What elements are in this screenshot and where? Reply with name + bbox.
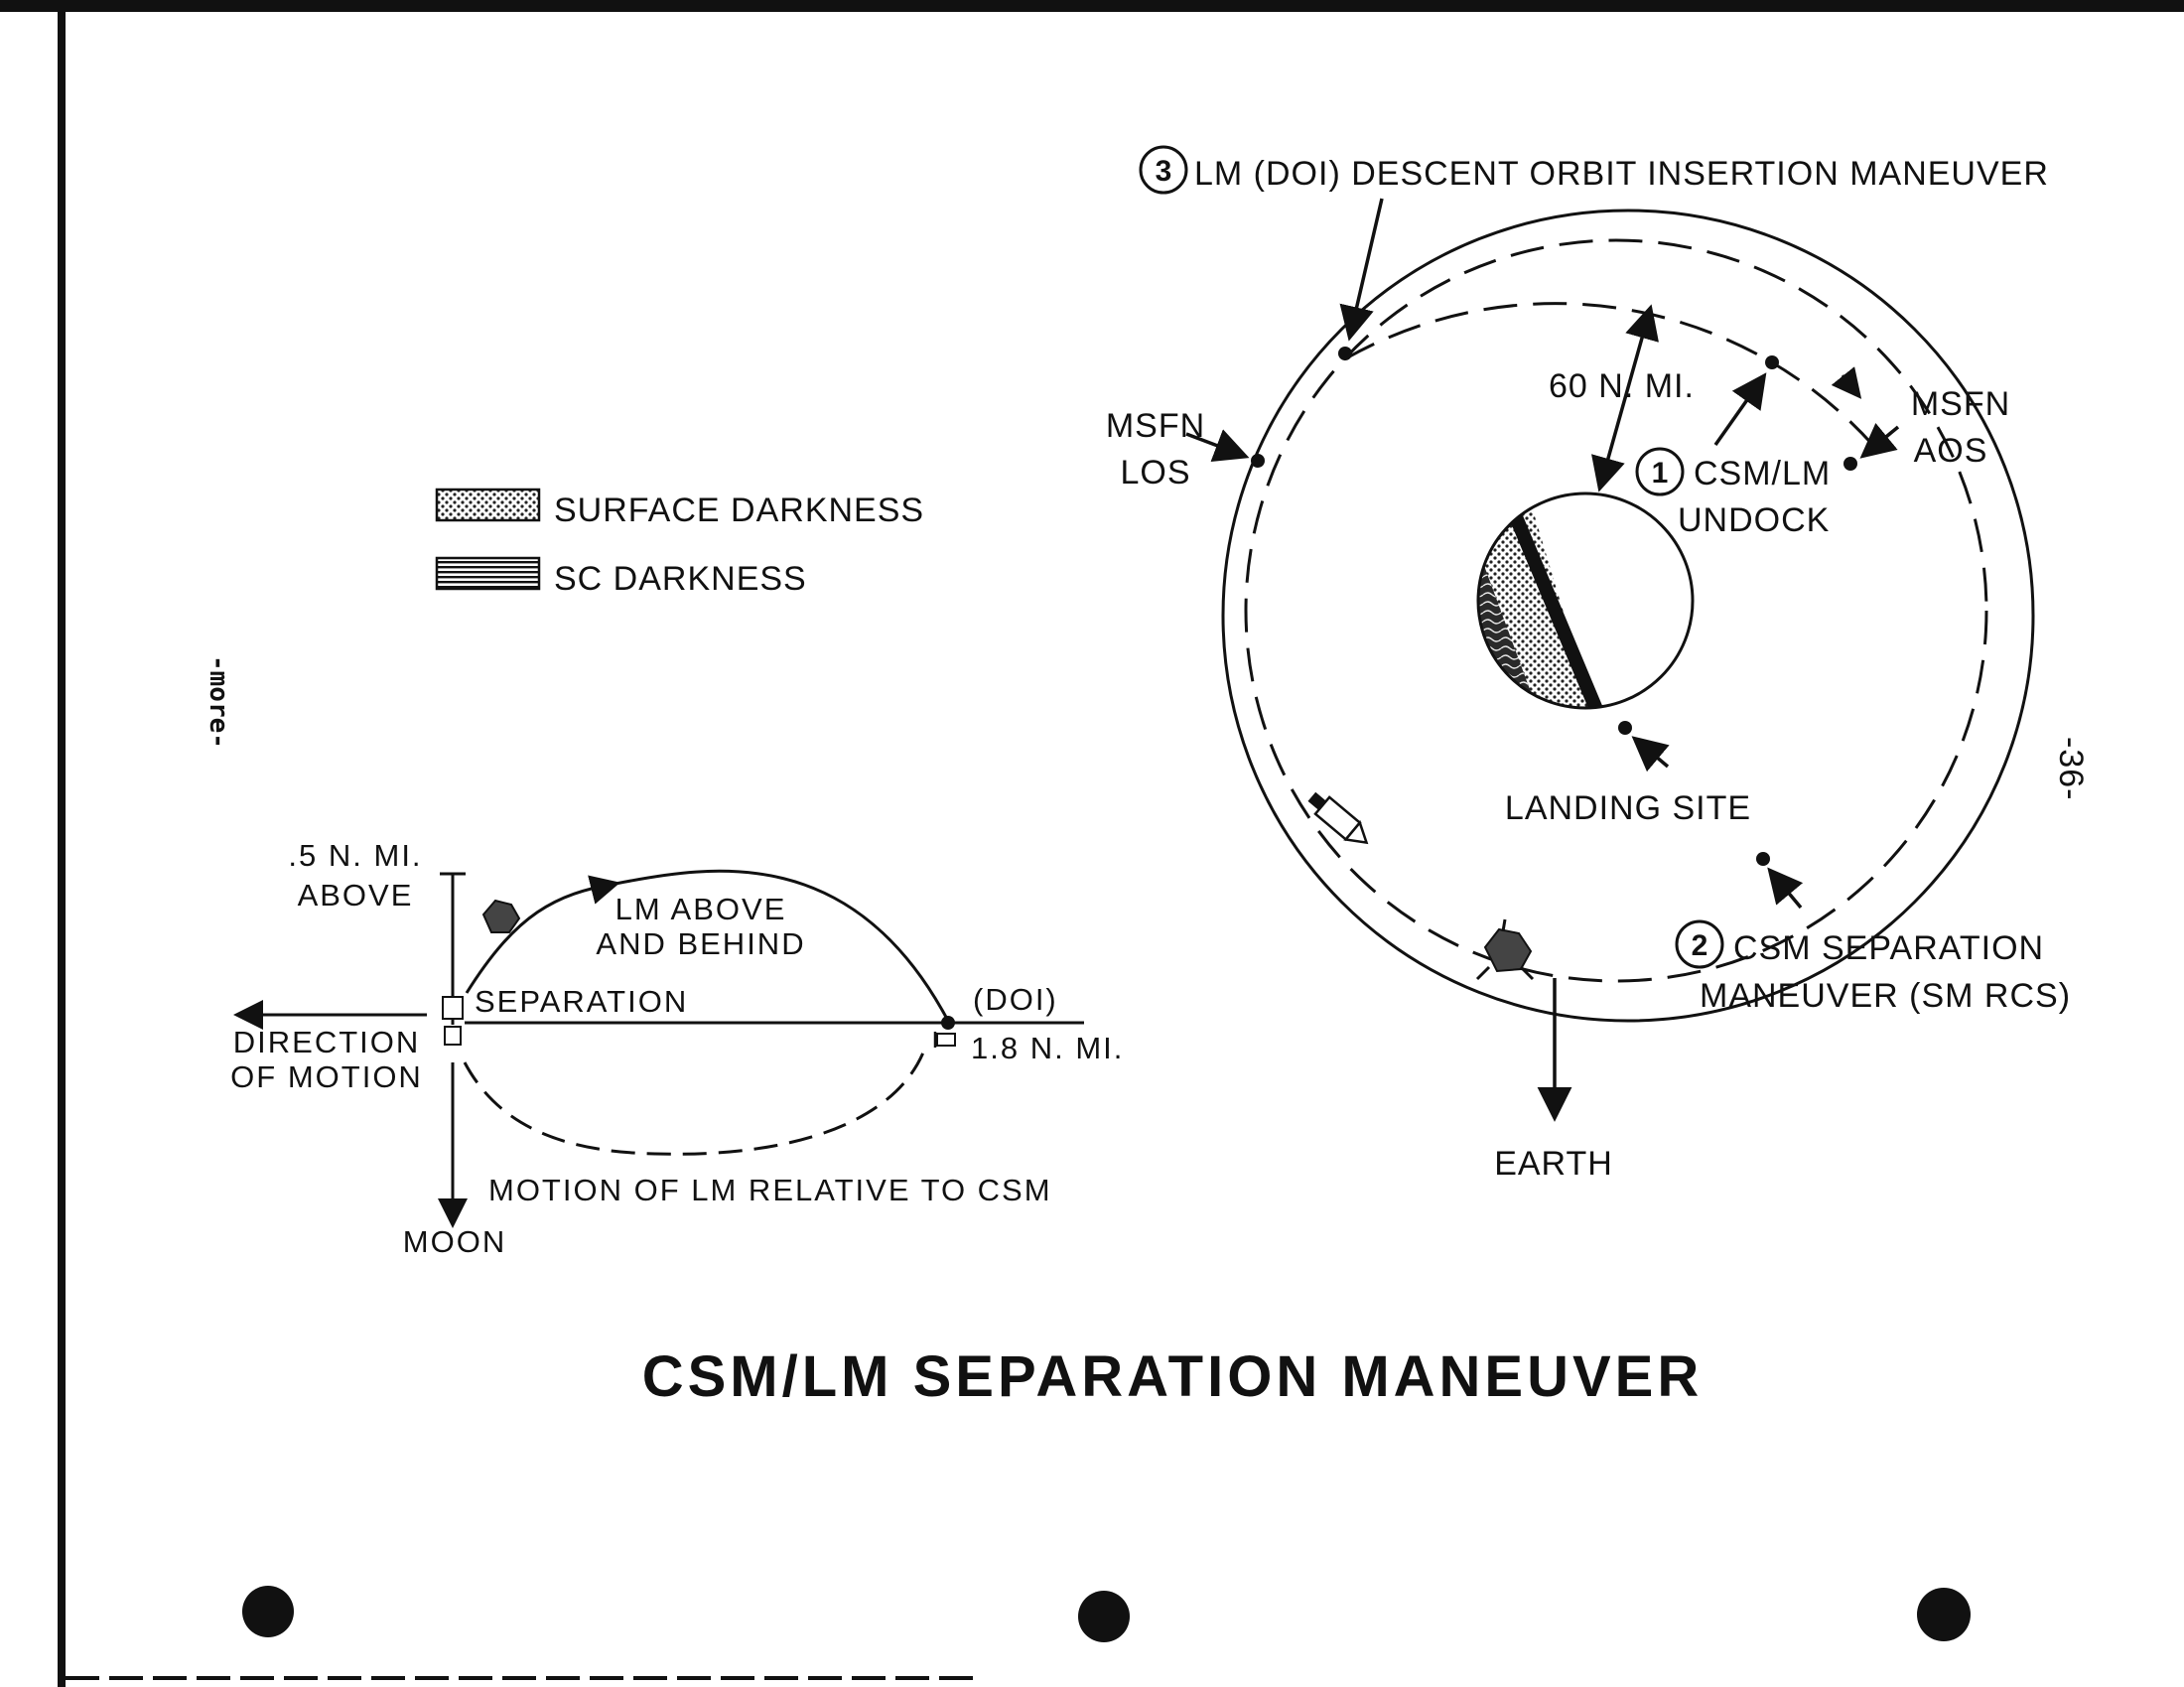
msfn-los-leader-arrow	[1185, 429, 1250, 463]
binder-hole-center	[1078, 1591, 1130, 1642]
undock-point	[1765, 355, 1779, 369]
doi-label: (DOI)	[973, 982, 1058, 1017]
doi-leader-arrow	[1339, 198, 1384, 342]
msfn-aos-leader-arrow	[1859, 422, 1900, 459]
landing-site-leader-arrow	[1631, 736, 1670, 773]
step2-number-circle	[1675, 919, 1724, 969]
binder-hole-left	[242, 1586, 294, 1637]
lm-above-arc	[465, 869, 950, 1022]
direction-label-line1: DIRECTION	[233, 1025, 421, 1059]
orbit-direction-arrow	[1831, 366, 1862, 399]
surface-darkness-region	[1478, 493, 1618, 708]
above-label-line2: ABOVE	[298, 878, 414, 913]
step1-number-circle	[1635, 447, 1685, 496]
csm-spacecraft-icon	[1307, 791, 1369, 845]
step2-label-line2: MANEUVER (SM RCS)	[1700, 977, 2071, 1015]
binder-hole-right	[1917, 1588, 1971, 1641]
page-number: -36-	[2052, 737, 2090, 800]
lm-above-icon	[481, 899, 521, 933]
altitude-label: 60 N. MI.	[1549, 367, 1695, 405]
surface-darkness-swatch	[435, 488, 541, 522]
lm-above-label-line2: AND BEHIND	[596, 926, 805, 961]
lm-relative-motion-dashed	[463, 1052, 925, 1156]
direction-label-line2: OF MOTION	[230, 1059, 423, 1094]
lm-above-label-line1: LM ABOVE	[615, 892, 787, 926]
msfn-aos-point	[1843, 457, 1857, 471]
page-title: CSM/LM SEPARATION MANEUVER	[642, 1344, 1704, 1409]
page-top-border	[0, 0, 2184, 12]
legend-sc-darkness-label: SC DARKNESS	[554, 560, 807, 598]
landing-site-point	[1618, 721, 1632, 735]
legend: SURFACE DARKNESS SC DARKNESS	[435, 488, 924, 598]
lm-arc-direction-arrow	[588, 875, 620, 905]
earth-label: EARTH	[1494, 1145, 1613, 1183]
terminator-line	[1492, 493, 1620, 708]
above-label-line1: .5 N. MI.	[288, 838, 422, 873]
moon-label: MOON	[403, 1224, 506, 1259]
msfn-los-point	[1251, 454, 1265, 468]
separation-label: SEPARATION	[475, 984, 688, 1019]
lm-descent-orbit	[1244, 238, 1988, 983]
step1-label-line1: CSM/LM	[1694, 455, 1831, 492]
msfn-aos-label-line2: AOS	[1914, 432, 1988, 470]
altitude-arrow	[1591, 304, 1659, 492]
step3-number-circle	[1139, 145, 1188, 195]
landing-site-label: LANDING SITE	[1505, 789, 1751, 827]
distance-label: 1.8 N. MI.	[971, 1031, 1124, 1065]
undock-leader-arrow	[1713, 372, 1767, 447]
lm-orbit-dashed-upper	[1343, 302, 1878, 450]
separation-leader-arrow	[1767, 867, 1804, 910]
side-note-more: -more-	[204, 655, 233, 749]
step1-number: 1	[1652, 457, 1669, 490]
step3-number: 3	[1156, 155, 1172, 188]
msfn-los-label-line2: LOS	[1120, 454, 1190, 492]
relative-motion-label: MOTION OF LM RELATIVE TO CSM	[488, 1173, 1052, 1207]
msfn-aos-label-line1: MSFN	[1911, 385, 2010, 423]
step2-number: 2	[1692, 929, 1708, 962]
step3-label: LM (DOI) DESCENT ORBIT INSERTION MANEUVE…	[1194, 155, 2049, 193]
doi-point-relative	[941, 1016, 955, 1030]
orbit-diagram: 3 LM (DOI) DESCENT ORBIT INSERTION MANEU…	[1106, 145, 2071, 1183]
page-left-border	[58, 0, 66, 1687]
legend-surface-darkness-label: SURFACE DARKNESS	[554, 492, 924, 529]
sc-darkness-swatch	[435, 556, 541, 591]
csm-at-separation-icon	[442, 996, 464, 1046]
step2-label-line1: CSM SEPARATION	[1733, 929, 2044, 967]
doi-point	[1338, 347, 1352, 360]
step1-label-line2: UNDOCK	[1678, 501, 1830, 539]
msfn-los-label-line1: MSFN	[1106, 407, 1205, 445]
separation-point	[1756, 852, 1770, 866]
csm-orbit-ring	[1221, 209, 2035, 1023]
relative-motion-diagram: .5 N. MI. ABOVE LM ABOVE AND BEHIND SEPA…	[230, 838, 1124, 1259]
lm-spacecraft-icon	[1475, 918, 1535, 981]
lm-at-doi-icon	[933, 1032, 956, 1048]
moon-disk	[1476, 492, 1695, 710]
